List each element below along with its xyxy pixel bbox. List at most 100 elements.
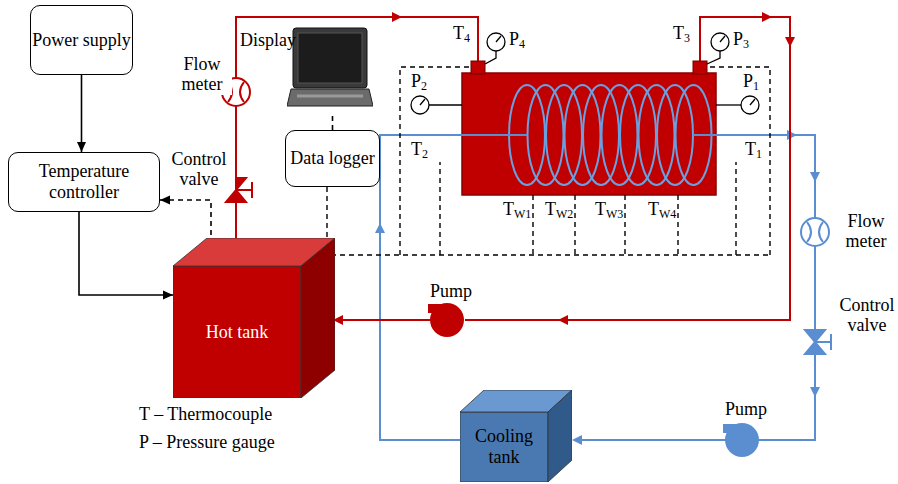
temperature-controller-box: Temperature controller [8, 152, 160, 212]
pressure-gauge-part [716, 104, 741, 105]
connector-line [160, 200, 211, 244]
cooling-tank: Cooling tank [460, 390, 572, 482]
sensor-label: TW4 [647, 200, 677, 220]
flow-arrow-part [392, 12, 402, 22]
subscript: 4 [464, 31, 470, 45]
thermocouple-housing-part [471, 61, 485, 74]
flow-arrow-part [762, 12, 772, 22]
flow-arrow-part [785, 37, 795, 47]
sensor-wiring-part [439, 162, 440, 255]
pressure-gauge-part [720, 36, 725, 42]
sensor-label: P3 [732, 30, 750, 50]
sensor-wiring-part [574, 195, 575, 255]
node-text: Power supply [32, 30, 131, 51]
sensor-label: TW3 [594, 200, 624, 220]
thermocouple-housing-part [693, 61, 707, 74]
pressure-gauge [411, 33, 759, 114]
sensor-wiring-part [400, 67, 471, 255]
flow-arrow [333, 12, 795, 325]
sensor-label: T2 [410, 140, 429, 160]
sensor-wiring-part [532, 195, 533, 255]
cooling-loop [380, 135, 815, 440]
part-label: Pump [429, 282, 473, 302]
connector [332, 112, 333, 130]
pressure-gauge-part [741, 96, 759, 114]
node-text: Display [240, 30, 296, 51]
laptop-icon [287, 26, 373, 110]
laptop-base [287, 89, 373, 106]
flow-arrow-part [810, 172, 820, 182]
control-valve-symbol-part [805, 342, 825, 354]
display-laptop: Display [240, 26, 373, 112]
flow-meter-symbol-part [801, 218, 829, 246]
power-supply-box: Power supply [30, 5, 133, 75]
subscript: 1 [753, 79, 759, 93]
sensor-wiring [327, 67, 770, 255]
flow-arrow-part [375, 223, 385, 233]
pressure-gauge-part [750, 99, 755, 105]
hot-loop-part [465, 17, 790, 320]
cooling-loop-part [693, 135, 815, 440]
pressure-gauge-part [487, 33, 505, 51]
sensor-wiring-part [327, 187, 770, 255]
sensor-wiring-part [707, 67, 770, 255]
part-label: Flow meter [172, 55, 232, 95]
flow-meter-symbol [801, 218, 829, 246]
subscript: W4 [659, 207, 676, 221]
tank-cube [173, 238, 335, 398]
sensor-wiring-part [735, 162, 736, 255]
sensor-label: TW2 [544, 200, 574, 220]
flow-arrow-part [810, 387, 820, 397]
sensor-wiring-part [677, 195, 678, 255]
sensor-label: TW1 [502, 200, 532, 220]
connector [77, 75, 86, 152]
flow-meter-symbol-part [807, 222, 823, 242]
hot-loop-part [343, 319, 430, 321]
arrowhead [163, 291, 173, 300]
node-text: Temperature controller [9, 161, 159, 202]
part-label: Pump [724, 400, 768, 420]
pump-symbol [428, 303, 464, 337]
sensor-label: T4 [452, 24, 471, 44]
node-text: Hot tank [206, 322, 269, 343]
part-label: Control valve [836, 296, 898, 336]
control-valve-symbol-part [236, 189, 252, 191]
subscript: 2 [421, 79, 427, 93]
sensor-label: P1 [742, 72, 760, 92]
node-text: Cooling tank [460, 426, 548, 467]
connector-line [81, 75, 83, 152]
pressure-gauge-part [485, 51, 496, 64]
data-logger-box: Data logger [285, 130, 380, 187]
tank-front [460, 412, 548, 482]
sensor-label: P2 [410, 72, 428, 92]
pressure-gauge-part [420, 99, 425, 105]
node-text: Data logger [290, 148, 374, 169]
hot-tank: Hot tank [173, 238, 335, 398]
subscript: 2 [422, 147, 428, 161]
subscript: W3 [606, 207, 623, 221]
hot-loop-part [236, 17, 478, 252]
part-label: T – Thermocouple [138, 405, 273, 425]
subscript: 4 [519, 37, 525, 51]
tank-side [548, 390, 572, 482]
control-valve-symbol-part [830, 334, 832, 350]
subscript: W2 [556, 207, 573, 221]
pump-symbol-part [430, 303, 464, 337]
connector-line [79, 212, 173, 295]
control-valve-symbol-part [805, 330, 825, 342]
laptop-screen [298, 33, 362, 83]
connector-line [332, 112, 334, 130]
sensor-wiring-part [624, 195, 625, 255]
flow-arrow-part [572, 435, 582, 445]
connector [160, 196, 211, 245]
pressure-gauge-part [429, 104, 462, 105]
cooling-loop-part [582, 439, 726, 441]
subscript: 1 [756, 147, 762, 161]
pump-symbol-part [725, 423, 759, 457]
tank-face: Hot tank [173, 266, 301, 398]
sensor-label: T3 [672, 24, 691, 44]
control-valve-symbol [805, 330, 831, 354]
pressure-gauge-part [711, 33, 729, 51]
laptop-keys [297, 95, 363, 98]
